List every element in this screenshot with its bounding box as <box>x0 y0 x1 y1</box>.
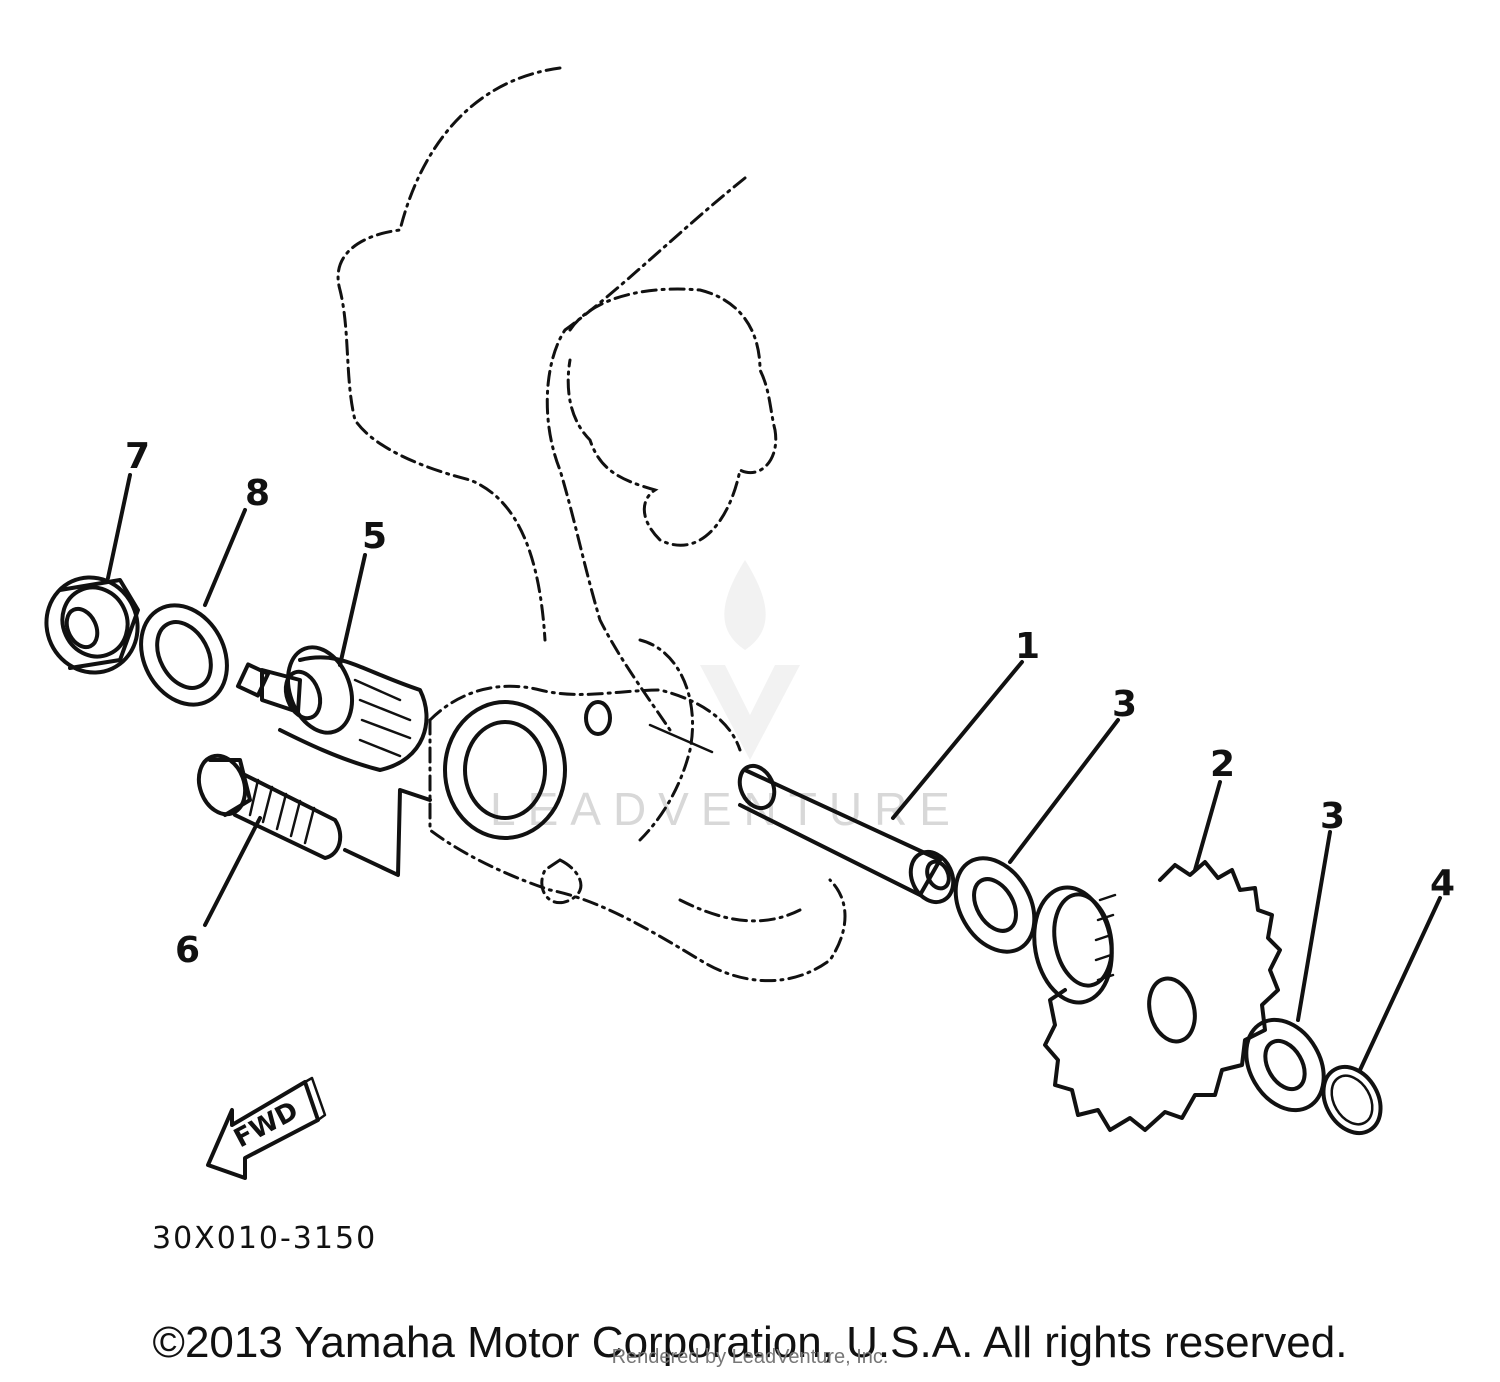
part-5-gear-shaft <box>235 645 429 772</box>
callout-3-left: 3 <box>1112 684 1137 725</box>
callout-5: 5 <box>362 516 387 557</box>
rendered-by-text: Rendered by LeadVenture, Inc. <box>611 1346 889 1368</box>
part-1-shaft <box>648 723 956 905</box>
part-2-gear <box>1032 860 1282 1132</box>
part-6-bolt <box>196 753 343 860</box>
callout-1: 1 <box>1015 626 1040 667</box>
part-8-washer <box>139 603 229 707</box>
part-4-circlip <box>1321 1065 1383 1135</box>
part-7-oil-seal <box>44 575 140 675</box>
part-3-washer-right <box>1244 1017 1326 1113</box>
callout-8: 8 <box>245 473 270 514</box>
part-3-washer-left <box>953 856 1037 954</box>
crankcase-outline <box>336 66 847 983</box>
watermark-logo <box>700 560 800 760</box>
callout-6: 6 <box>175 930 200 971</box>
callout-4: 4 <box>1430 863 1455 904</box>
callout-7: 7 <box>125 436 150 477</box>
leader-lines <box>106 473 1442 1072</box>
callout-3-right: 3 <box>1320 796 1345 837</box>
copyright-text: ©2013 Yamaha Motor Corporation, U.S.A. A… <box>152 1318 1348 1367</box>
bolt-pointer-line <box>343 788 432 877</box>
watermark-text: LEADVENTURE <box>490 783 962 835</box>
callout-2: 2 <box>1210 744 1235 785</box>
part-code: 30X010-3150 <box>152 1221 377 1256</box>
fwd-arrow-icon: FWD <box>206 1076 327 1180</box>
